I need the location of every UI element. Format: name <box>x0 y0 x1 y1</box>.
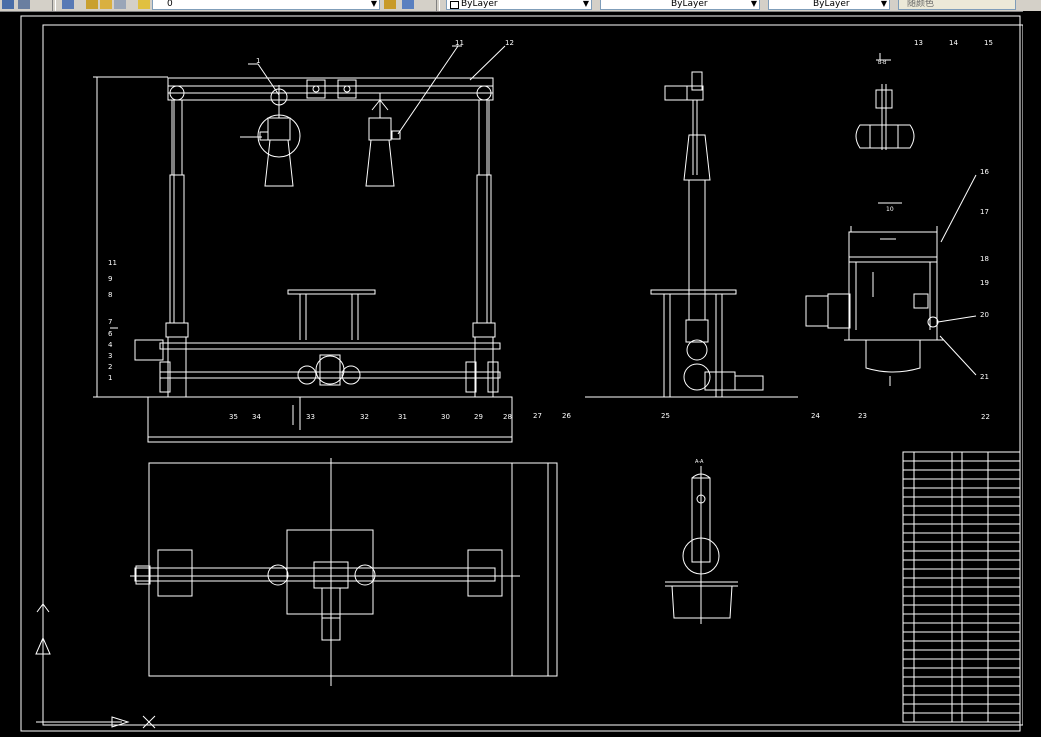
chevron-down-icon: ▼ <box>880 0 887 8</box>
balloon-right-3: 16 <box>980 168 989 176</box>
front-view <box>93 45 513 443</box>
lineweight-dropdown[interactable]: ByLayer ▼ <box>768 0 890 10</box>
balloon-left-3: 7 <box>108 318 112 326</box>
section-detail <box>805 174 977 386</box>
bom-table <box>902 451 1021 723</box>
color-value: ByLayer <box>461 0 498 9</box>
balloon-left-5: 4 <box>108 341 113 349</box>
balloon-right-2: 15 <box>984 39 993 47</box>
balloon-left-2: 8 <box>108 291 112 299</box>
color-dropdown[interactable]: ByLayer ▼ <box>446 0 592 10</box>
balloon-bottom-8: 27 <box>533 412 542 420</box>
balloon-bottom-12: 23 <box>858 412 867 420</box>
balloon-right-0: 13 <box>914 39 923 47</box>
balloon-bottom-10: 25 <box>661 412 670 420</box>
balloon-bottom-11: 24 <box>811 412 820 420</box>
bom-rows <box>903 460 1020 714</box>
layer-value: 0 <box>167 0 173 9</box>
layer-state-icon[interactable] <box>18 0 30 9</box>
balloon-right-7: 20 <box>980 311 989 319</box>
balloon-bottom-9: 26 <box>562 412 571 420</box>
balloon-bottom-6: 29 <box>474 413 483 421</box>
layer-dropdown[interactable]: 0 ▼ <box>152 0 380 10</box>
balloon-left-4: 6 <box>108 330 113 338</box>
plotstyle-dropdown[interactable]: 随颜色 <box>898 0 1016 10</box>
layer-manager-icon[interactable] <box>2 0 14 9</box>
lock-icon[interactable] <box>114 0 126 9</box>
balloon-right-5: 18 <box>980 255 989 263</box>
balloon-left-7: 2 <box>108 363 112 371</box>
chevron-down-icon: ▼ <box>582 0 589 8</box>
balloon-right-8: 21 <box>980 373 989 381</box>
drawing-canvas[interactable]: 1 11 12 11 9 8 7 6 4 3 2 1 35 34 33 32 3… <box>0 11 1041 733</box>
section-aa <box>665 466 738 624</box>
make-current-icon[interactable] <box>384 0 396 9</box>
balloon-12: 12 <box>505 39 514 47</box>
balloon-bottom-5: 30 <box>441 413 450 421</box>
balloon-bottom-13: 22 <box>981 413 990 421</box>
balloon-left-0: 11 <box>108 259 117 267</box>
balloon-bottom-0: 35 <box>229 413 238 421</box>
outer-frame <box>20 15 1021 732</box>
balloon-11: 11 <box>455 39 464 47</box>
section-bb-label: B-B <box>878 60 887 66</box>
lineweight-value: ByLayer <box>813 0 850 9</box>
inner-frame <box>42 24 1024 726</box>
linetype-value: ByLayer <box>671 0 708 9</box>
plotstyle-value: 随颜色 <box>907 0 935 9</box>
balloon-right-6: 19 <box>980 279 989 287</box>
balloon-bottom-4: 31 <box>398 413 407 421</box>
balloon-right-1: 14 <box>949 39 958 47</box>
layer-match-icon[interactable] <box>402 0 414 9</box>
balloon-bottom-7: 28 <box>503 413 512 421</box>
side-view <box>585 71 798 398</box>
balloon-bottom-2: 33 <box>306 413 315 421</box>
bulb-icon[interactable] <box>86 0 98 9</box>
ucs-icon <box>35 603 156 729</box>
toolbar-separator <box>52 0 56 11</box>
balloon-bottom-3: 32 <box>360 413 369 421</box>
linetype-dropdown[interactable]: ByLayer ▼ <box>600 0 760 10</box>
plan-view <box>130 458 558 686</box>
balloon-left-6: 3 <box>108 352 112 360</box>
chevron-down-icon: ▼ <box>370 0 377 8</box>
layer-previous-icon[interactable] <box>62 0 74 9</box>
color-swatch <box>450 1 459 9</box>
section-ten-label: 10 <box>886 206 894 213</box>
balloon-1: 1 <box>256 57 260 65</box>
sun-icon[interactable] <box>100 0 112 9</box>
balloon-left-1: 9 <box>108 275 112 283</box>
layer-color-icon[interactable] <box>138 0 150 9</box>
detail-bb <box>855 53 915 150</box>
balloon-left-8: 1 <box>108 374 112 382</box>
right-scrollbar-area[interactable] <box>1023 11 1041 733</box>
properties-toolbar: 0 ▼ ByLayer ▼ ByLayer ▼ ByLayer ▼ 随颜色 <box>0 0 1041 12</box>
chevron-down-icon: ▼ <box>750 0 757 8</box>
balloon-right-4: 17 <box>980 208 989 216</box>
section-aa-label: A-A <box>695 459 704 465</box>
toolbar-separator <box>436 0 440 11</box>
balloon-bottom-1: 34 <box>252 413 261 421</box>
